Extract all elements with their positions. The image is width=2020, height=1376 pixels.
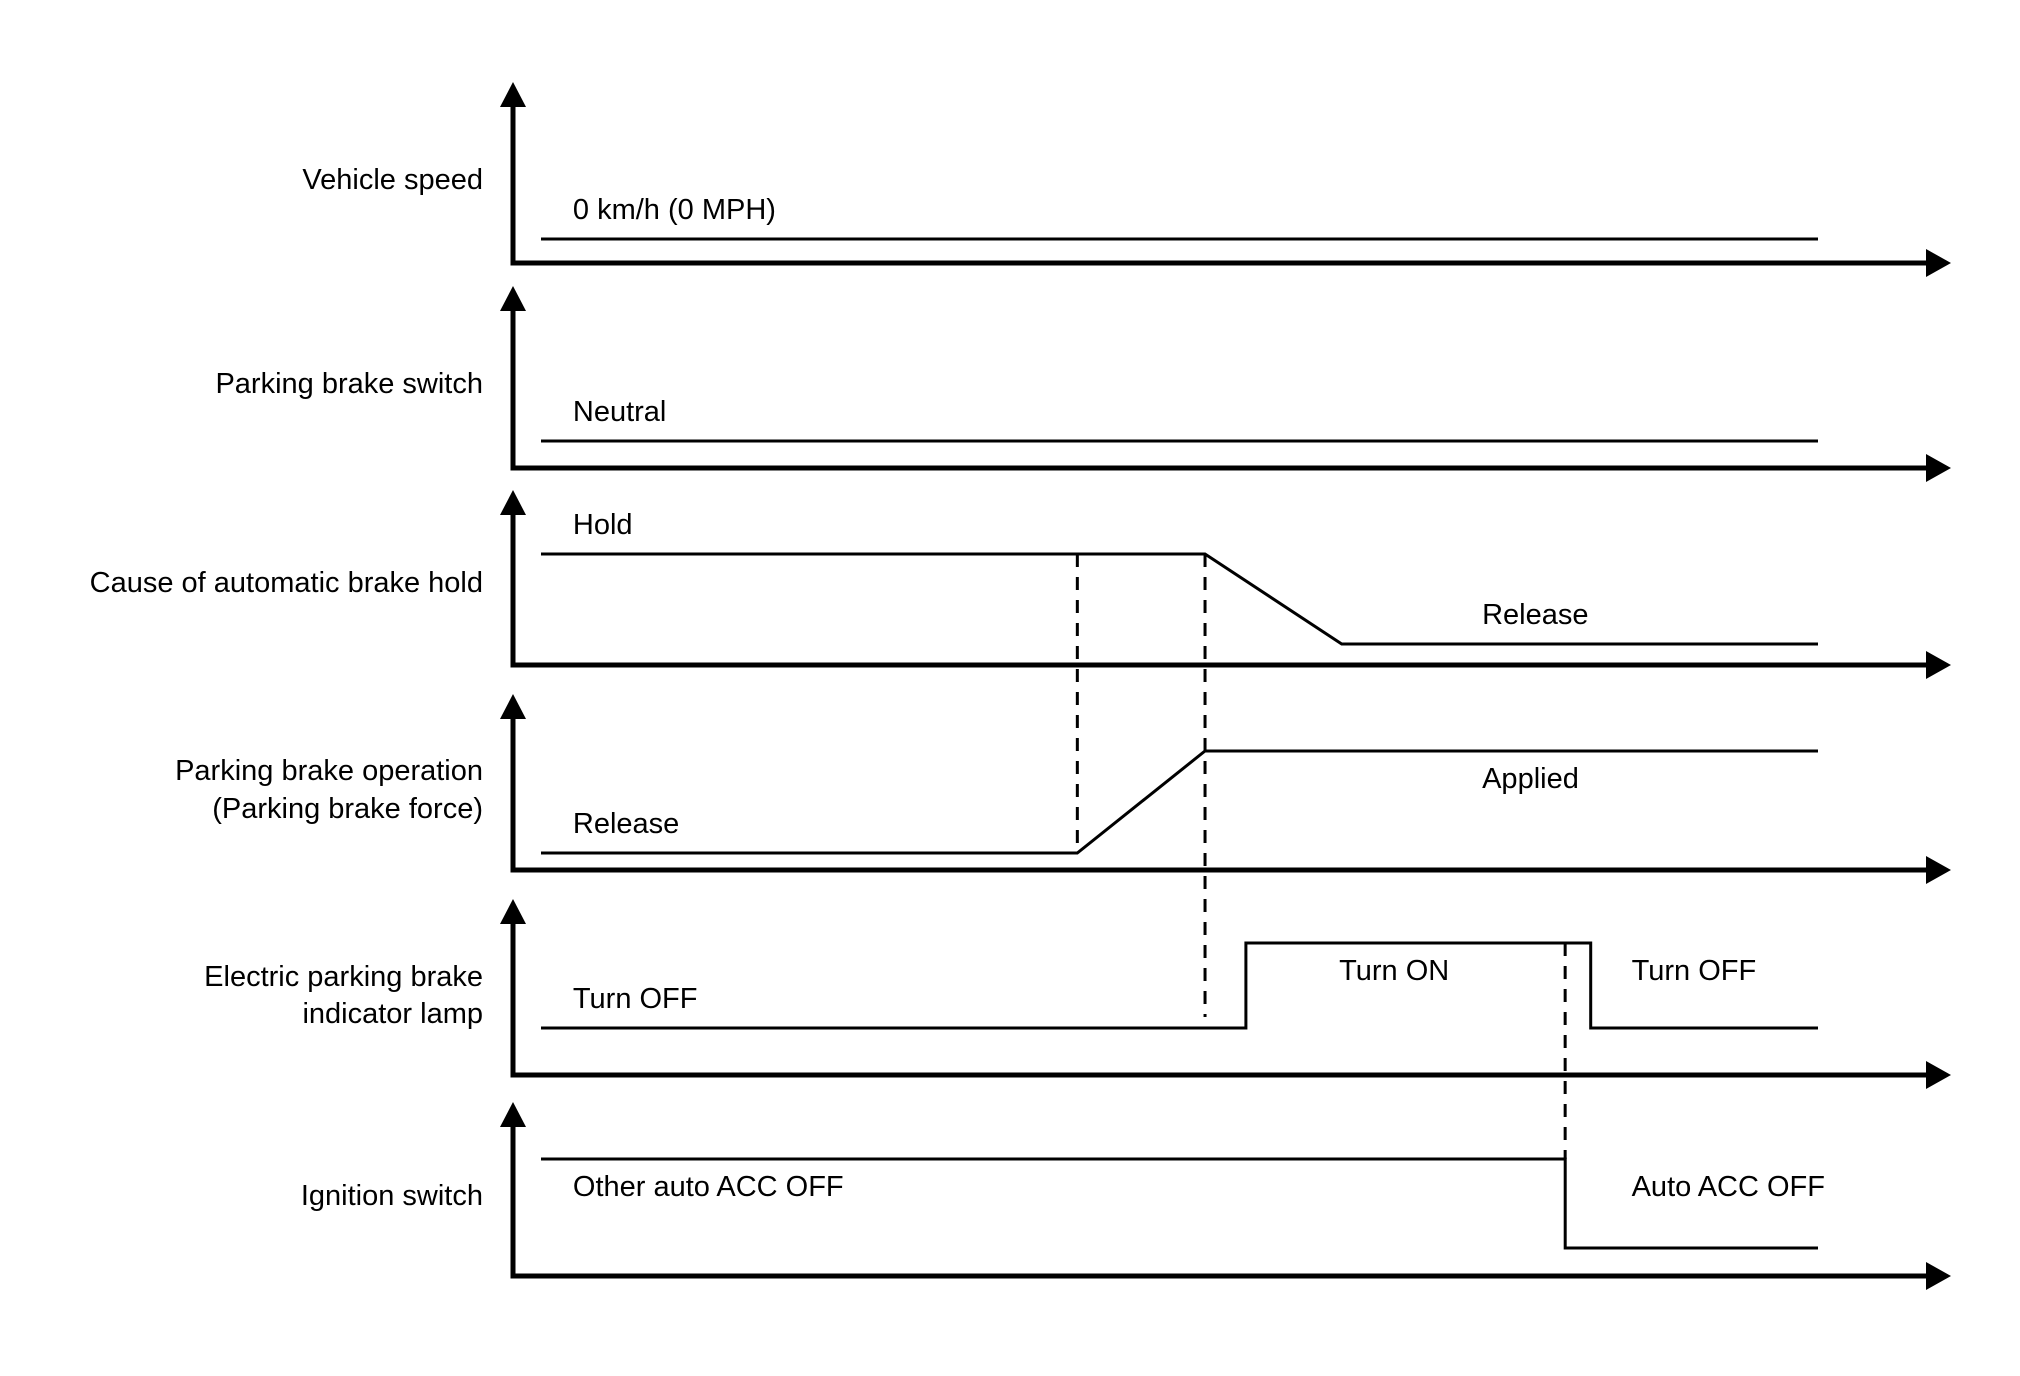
parking-brake-operation-parking-brake-force-time-axis-arrow-icon (1926, 856, 1951, 884)
electric-parking-brake-indicator-lamp-y-axis-arrow-icon (500, 899, 526, 924)
state-label: Turn OFF (1632, 955, 1757, 987)
vehicle-speed-time-axis-arrow-icon (1926, 249, 1951, 277)
state-label: Release (573, 808, 679, 840)
signal-label: indicator lamp (302, 998, 483, 1030)
parking-brake-switch-y-axis-arrow-icon (500, 286, 526, 311)
state-label: Applied (1482, 763, 1579, 795)
parking-brake-operation-parking-brake-force-y-axis-arrow-icon (500, 694, 526, 719)
signal-label: Parking brake operation (175, 755, 483, 787)
ignition-switch-time-axis-arrow-icon (1926, 1262, 1951, 1290)
vehicle-speed-y-axis-arrow-icon (500, 82, 526, 107)
electric-parking-brake-indicator-lamp-time-axis-arrow-icon (1926, 1061, 1951, 1089)
electric-parking-brake-indicator-lamp-waveform (541, 941, 1818, 1030)
state-label: Auto ACC OFF (1632, 1171, 1825, 1203)
cause-of-automatic-brake-hold-time-axis-arrow-icon (1926, 651, 1951, 679)
signal-label: (Parking brake force) (212, 793, 483, 825)
state-label: Other auto ACC OFF (573, 1171, 844, 1203)
cause-of-automatic-brake-hold-waveform (541, 552, 1818, 646)
signal-label: Ignition switch (301, 1180, 483, 1212)
state-label: Neutral (573, 396, 667, 428)
parking-brake-switch-time-axis-arrow-icon (1926, 454, 1951, 482)
signal-label: Vehicle speed (302, 164, 483, 196)
parking-brake-operation-parking-brake-force-waveform (541, 749, 1818, 855)
signal-label: Parking brake switch (215, 368, 483, 400)
signal-label: Electric parking brake (204, 961, 483, 993)
ignition-switch-waveform (541, 1157, 1818, 1250)
state-label: 0 km/h (0 MPH) (573, 194, 776, 226)
state-label: Turn OFF (573, 983, 698, 1015)
ignition-switch-y-axis-arrow-icon (500, 1102, 526, 1127)
state-label: Hold (573, 509, 633, 541)
state-label: Release (1482, 599, 1588, 631)
signal-label: Cause of automatic brake hold (90, 567, 483, 599)
cause-of-automatic-brake-hold-y-axis-arrow-icon (500, 490, 526, 515)
state-label: Turn ON (1339, 955, 1449, 987)
